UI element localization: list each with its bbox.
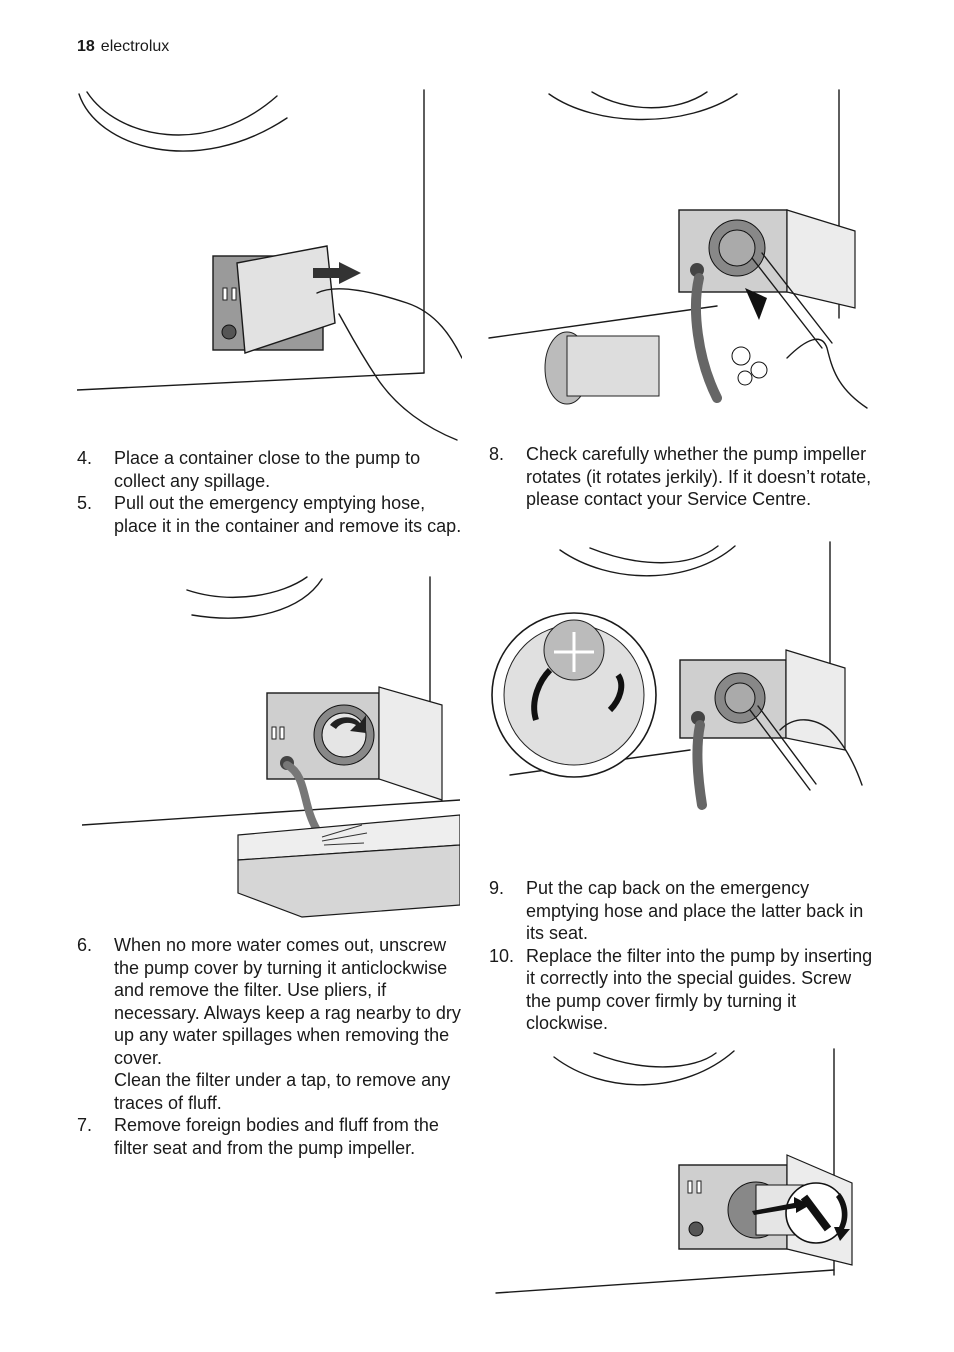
- page-number: 18: [77, 38, 95, 55]
- step-list-a: 4. Place a container close to the pump to…: [77, 447, 467, 537]
- step-text: Pull out the emergency emptying hose, pl…: [114, 493, 462, 536]
- step-list-c: 8. Check carefully whether the pump im­pe…: [489, 443, 879, 511]
- list-item: 5. Pull out the emergency emptying hose, …: [77, 492, 467, 537]
- list-item: 7. Remove foreign bodies and fluff from t…: [77, 1114, 469, 1159]
- illustration-drain-water: [82, 575, 460, 920]
- illustration-replace-filter: [494, 1045, 864, 1297]
- step-list-d: 9. Put the cap back on the emergency empt…: [489, 877, 881, 1035]
- brand-name: electrolux: [100, 38, 170, 55]
- illustration-check-impeller: [490, 540, 868, 812]
- step-list-b: 6. When no more water comes out, un­screw…: [77, 934, 469, 1159]
- list-item: 4. Place a container close to the pump to…: [77, 447, 467, 492]
- step-number: 8.: [489, 444, 505, 464]
- list-item: 6. When no more water comes out, un­screw…: [77, 934, 469, 1114]
- step-number: 6.: [77, 935, 93, 955]
- step-text: Check carefully whether the pump im­pell…: [526, 444, 872, 509]
- step-number: 10.: [489, 945, 515, 966]
- step-text: Remove foreign bodies and fluff from the…: [114, 1115, 439, 1158]
- illustration-open-flap: [77, 88, 462, 448]
- list-item: 8. Check carefully whether the pump im­pe…: [489, 443, 879, 511]
- page-header: 18 electrolux: [77, 38, 169, 56]
- step-text: When no more water comes out, un­screw t…: [114, 935, 461, 1068]
- step-text: Put the cap back on the emergency emptyi…: [526, 878, 864, 943]
- step-text: Place a container close to the pump to c…: [114, 448, 421, 491]
- step-text: Replace the filter into the pump by in­s…: [526, 945, 873, 1034]
- step-number: 7.: [77, 1115, 93, 1135]
- step-number: 5.: [77, 493, 93, 513]
- step-subtext: Clean the filter under a tap, to remove …: [114, 1070, 451, 1113]
- step-number: 9.: [489, 878, 505, 898]
- illustration-remove-filter: [487, 88, 869, 418]
- list-item: 9. Put the cap back on the emergency empt…: [489, 877, 881, 945]
- list-item: 10. Replace the filter into the pump by i…: [489, 945, 881, 1035]
- step-number: 4.: [77, 448, 93, 468]
